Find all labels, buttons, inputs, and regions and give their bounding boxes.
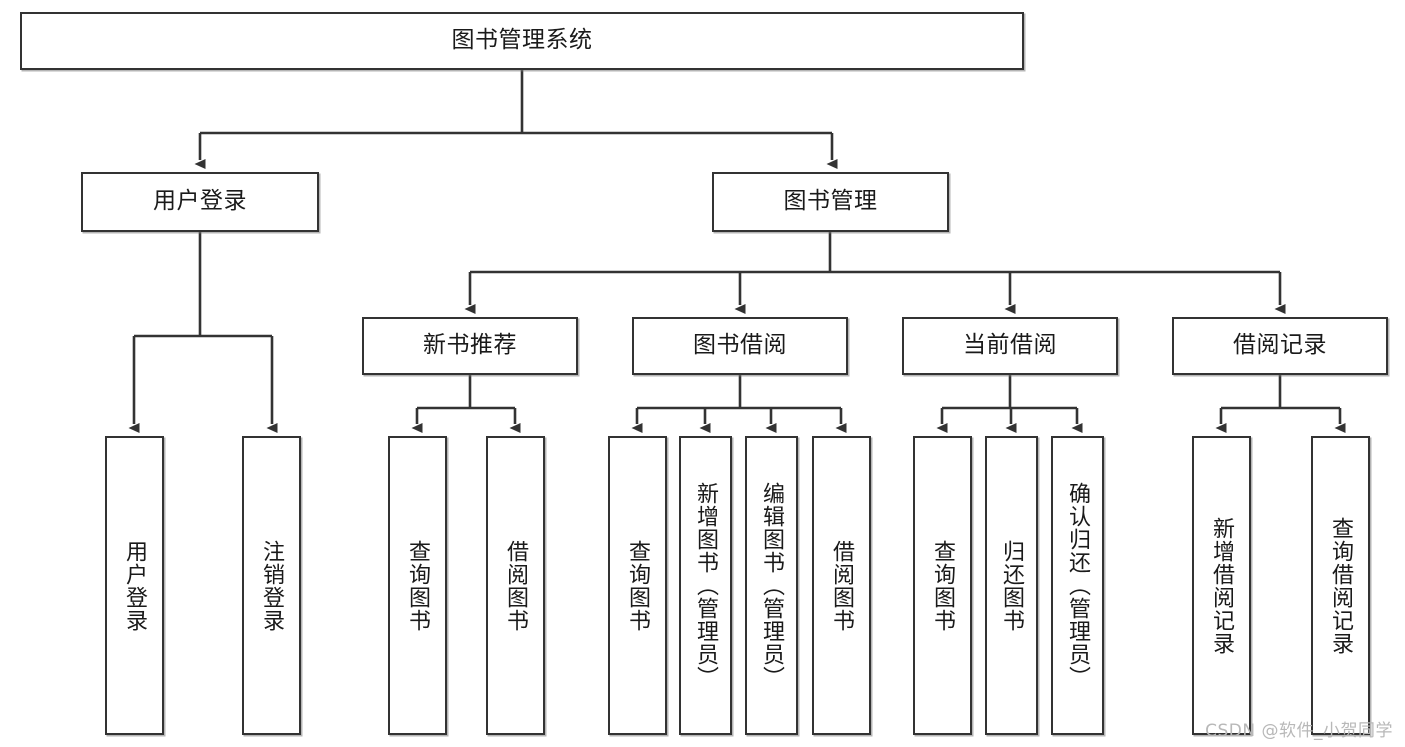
edge-group-root	[194, 70, 838, 169]
node-leaf-user-login-label: 用户登录	[122, 539, 148, 632]
node-leaf-return-book-label: 归还图书	[999, 539, 1025, 632]
node-leaf-query-book-current-label: 查询图书	[930, 539, 956, 632]
node-leaf-logout[interactable]: 注销登录	[242, 436, 301, 735]
edge-group-new-book	[411, 375, 521, 433]
node-level3-new-book-recommend-label: 新书推荐	[423, 332, 517, 359]
node-level3-current-borrow-label: 当前借阅	[963, 332, 1057, 359]
node-leaf-borrow-book-label: 借阅图书	[829, 539, 855, 632]
edge-group-borrow-book	[631, 375, 847, 433]
node-leaf-add-book-admin-label: 新增图书（管理员）	[693, 482, 719, 689]
node-level3-current-borrow[interactable]: 当前借阅	[902, 317, 1118, 375]
node-leaf-query-borrow-record-label: 查询借阅记录	[1328, 516, 1354, 655]
edge-group-book-manage	[464, 232, 1286, 314]
node-leaf-edit-book-admin[interactable]: 编辑图书（管理员）	[745, 436, 798, 735]
node-root[interactable]: 图书管理系统	[20, 12, 1024, 70]
node-leaf-borrow-book-recommend-label: 借阅图书	[503, 539, 529, 632]
node-leaf-query-book-current[interactable]: 查询图书	[913, 436, 972, 735]
node-level2-book-management[interactable]: 图书管理	[712, 172, 949, 232]
node-leaf-edit-book-admin-label: 编辑图书（管理员）	[759, 482, 785, 689]
node-level3-book-borrow[interactable]: 图书借阅	[632, 317, 848, 375]
node-level3-book-borrow-label: 图书借阅	[693, 332, 787, 359]
node-leaf-borrow-book[interactable]: 借阅图书	[812, 436, 871, 735]
node-leaf-query-book-recommend-label: 查询图书	[405, 539, 431, 632]
node-root-label: 图书管理系统	[451, 27, 593, 54]
node-leaf-user-login[interactable]: 用户登录	[105, 436, 164, 735]
node-leaf-query-book-borrow-label: 查询图书	[625, 539, 651, 632]
node-leaf-add-borrow-record[interactable]: 新增借阅记录	[1192, 436, 1251, 735]
edge-group-current-borrow	[936, 375, 1083, 433]
csdn-watermark: CSDN @软件_小贺同学	[1205, 721, 1393, 741]
node-leaf-add-borrow-record-label: 新增借阅记录	[1209, 516, 1235, 655]
node-leaf-borrow-book-recommend[interactable]: 借阅图书	[486, 436, 545, 735]
node-leaf-query-book-borrow[interactable]: 查询图书	[608, 436, 667, 735]
edge-group-user-login	[128, 232, 278, 433]
node-leaf-confirm-return-admin-label: 确认归还（管理员）	[1065, 482, 1091, 689]
node-level3-borrow-record-label: 借阅记录	[1233, 332, 1327, 359]
node-level3-borrow-record[interactable]: 借阅记录	[1172, 317, 1388, 375]
node-level3-new-book-recommend[interactable]: 新书推荐	[362, 317, 578, 375]
node-leaf-query-borrow-record[interactable]: 查询借阅记录	[1311, 436, 1370, 735]
node-leaf-add-book-admin[interactable]: 新增图书（管理员）	[679, 436, 732, 735]
node-level2-book-management-label: 图书管理	[783, 188, 878, 215]
node-leaf-return-book[interactable]: 归还图书	[985, 436, 1038, 735]
node-leaf-confirm-return-admin[interactable]: 确认归还（管理员）	[1051, 436, 1104, 735]
node-level2-user-login-label: 用户登录	[153, 188, 247, 215]
node-leaf-query-book-recommend[interactable]: 查询图书	[388, 436, 447, 735]
node-level2-user-login[interactable]: 用户登录	[81, 172, 319, 232]
node-leaf-logout-label: 注销登录	[259, 539, 285, 632]
edge-group-borrow-record	[1215, 375, 1346, 433]
